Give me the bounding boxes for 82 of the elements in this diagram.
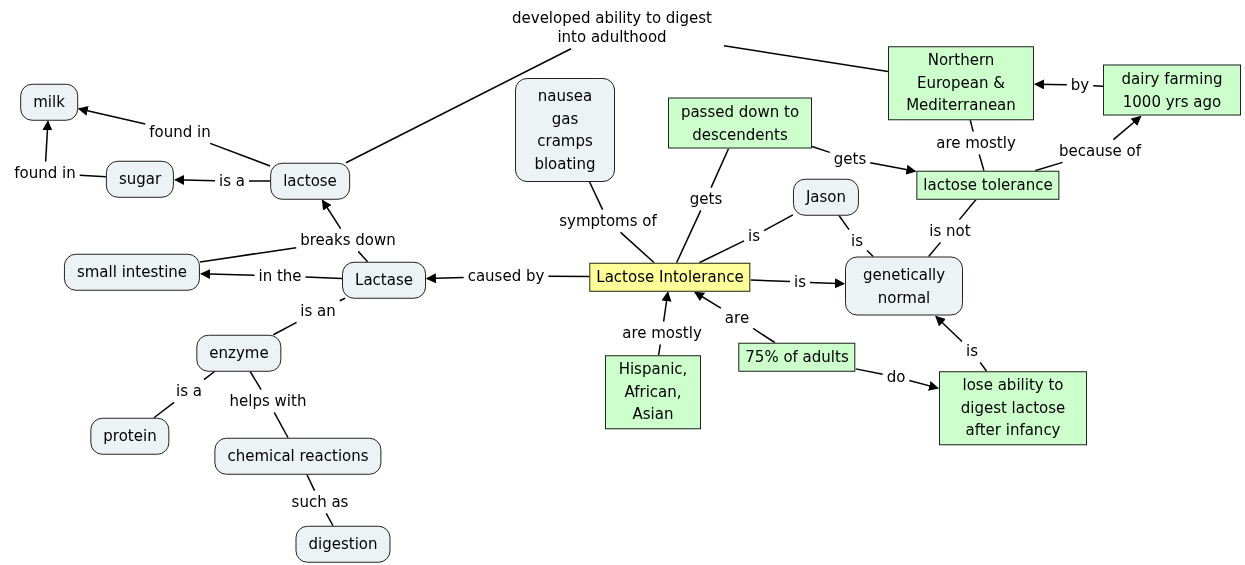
list-item-text: bloating [533,153,597,175]
connector-line [811,145,831,154]
linking-phrase: helps with [227,391,309,411]
arrow [174,174,216,185]
concept-box: Jason [792,178,860,216]
connector-line [203,370,216,381]
connector-line [979,361,988,372]
linking-phrase: gets [687,189,725,209]
concept-box: digestion [295,525,391,563]
connector-line [209,142,271,167]
connector-line [752,327,776,344]
arrow [809,278,845,289]
concept-box: Lactase [342,261,426,299]
list-item-text: nausea [536,86,594,107]
concept-box: lose ability to digest lactose after infancy [939,371,1087,445]
connector-line [249,370,262,391]
arrow [1112,115,1142,141]
linking-phrase: gets [831,149,869,169]
linking-phrase: symptoms of [557,211,659,231]
connector-line [698,240,745,264]
connector-line [978,153,985,172]
linking-phrase: caused by [465,266,547,286]
concept-box: genetically normal [845,256,963,316]
connector-line [969,119,974,133]
arrow [869,162,917,175]
connector-line [273,411,289,439]
list-item-text: cramps [536,131,594,152]
connector-line [675,209,702,264]
connector-line [1092,84,1104,87]
arrow [908,379,939,391]
arrow [321,199,342,230]
connector-line [325,512,334,527]
connector-line [547,275,591,278]
connector-line [153,401,175,419]
arrow [694,291,722,309]
connector-line [619,231,655,264]
concept-box: enzyme [196,334,282,372]
concept-box: lactose tolerance [916,170,1060,200]
arrow [77,105,147,125]
arrow [200,269,256,280]
concept-box: small intestine [63,253,201,291]
connector-line [199,246,297,263]
concept-box: 75% of adults [738,342,856,372]
concept-box: dairy farming 1000 yrs ago [1103,64,1241,116]
arrow [42,120,53,163]
concept-box: sugar [105,160,175,198]
connector-line [588,181,604,211]
connector-line [723,44,889,73]
concept-box: lactose [270,162,350,200]
connector-line [838,214,850,231]
connector-line [272,321,298,336]
connector-line [749,279,791,283]
connector-line [78,174,107,178]
connector-line [345,48,572,164]
connector-line [304,276,343,280]
connector-line [657,343,661,356]
concept-box: Northern European & Mediterranean [888,46,1034,120]
linking-phrase: are mostly [934,133,1018,153]
connector-line [763,214,794,232]
concept-box: passed down to descendents [668,97,812,149]
connector-line [710,147,730,189]
concept-box [515,78,615,182]
concept-box: Hispanic, African, Asian [605,355,701,429]
connector-line [248,180,271,182]
list-item-text: gas [550,108,580,130]
connector-line [339,297,346,302]
arrow [1034,79,1068,90]
arrow [661,291,672,323]
concept-box: chemical reactions [214,437,382,475]
linking-phrase: are mostly [620,323,704,343]
connector-line [927,241,942,258]
concept-box: Lactose Intolerance [589,262,751,292]
connector-line [1034,161,1064,172]
connector-line [854,368,884,376]
connector-line [866,249,874,258]
connector-line [958,198,977,221]
connector-line [357,250,369,263]
concept-box: milk [20,83,78,121]
arrow [935,315,963,343]
arrow [425,273,465,284]
connector-line [306,473,316,492]
concept-box: protein [90,417,170,455]
